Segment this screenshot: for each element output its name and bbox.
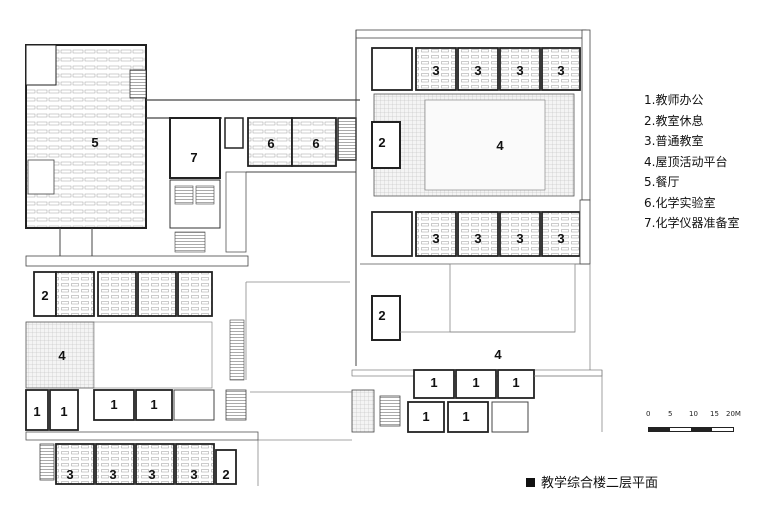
south-west-block bbox=[25, 255, 259, 485]
room-label-em-classroom-3: 3 bbox=[516, 231, 523, 246]
room-label-sw-rest: 2 bbox=[41, 288, 48, 303]
room-label-em-classroom-4: 3 bbox=[557, 231, 564, 246]
room-label-s-classroom-4: 3 bbox=[190, 467, 197, 482]
room-label-sw-office-1: 1 bbox=[33, 404, 40, 419]
room-label-s-classroom-1: 3 bbox=[66, 467, 73, 482]
room-label-se-office-5: 1 bbox=[462, 409, 469, 424]
east-middle-block bbox=[360, 199, 591, 370]
scale-label: 15 bbox=[710, 410, 719, 418]
scale-label: 20M bbox=[726, 410, 741, 418]
legend-item: 5.餐厅 bbox=[644, 175, 680, 189]
legend-item: 2.教室休息 bbox=[644, 113, 704, 128]
legend-item: 7.化学仪器准备室 bbox=[644, 216, 740, 230]
legend-item: 4.屋顶活动平台 bbox=[644, 154, 728, 169]
room-label-prep: 7 bbox=[190, 150, 197, 165]
room-label-ne-classroom-1: 3 bbox=[432, 63, 439, 78]
room-label-se-office-3: 1 bbox=[512, 375, 519, 390]
scale-bar-graphic bbox=[648, 427, 734, 432]
void-outlines bbox=[245, 30, 357, 486]
room-label-ne-classroom-2: 3 bbox=[474, 63, 481, 78]
legend-item: 1.教师办公 bbox=[644, 93, 704, 107]
room-label-ne-classroom-4: 3 bbox=[557, 63, 564, 78]
room-label-sw-office-4: 1 bbox=[150, 397, 157, 412]
scale-bar: 0 5 10 15 20M bbox=[646, 410, 741, 440]
title-square-icon bbox=[526, 478, 535, 487]
scale-label: 10 bbox=[689, 410, 698, 418]
dining-hall bbox=[25, 44, 147, 229]
room-label-se-office-2: 1 bbox=[472, 375, 479, 390]
room-label-se-office-1: 1 bbox=[430, 375, 437, 390]
room-label-sw-terrace: 4 bbox=[58, 348, 66, 363]
room-label-lab-1: 6 bbox=[267, 136, 274, 151]
room-label-e-terrace: 4 bbox=[494, 347, 502, 362]
room-label-s-classroom-3: 3 bbox=[148, 467, 155, 482]
room-label-ne-terrace: 4 bbox=[496, 138, 504, 153]
legend-item: 6.化学实验室 bbox=[644, 195, 716, 210]
scale-label: 5 bbox=[668, 410, 673, 418]
room-label-lab-2: 6 bbox=[312, 136, 319, 151]
room-label-sw-office-3: 1 bbox=[110, 397, 117, 412]
room-label-ne-rest: 2 bbox=[378, 135, 385, 150]
north-east-block bbox=[355, 29, 591, 201]
drawing-title-text: 教学综合楼二层平面 bbox=[541, 476, 659, 491]
room-label-s-classroom-2: 3 bbox=[109, 467, 116, 482]
room-label-dining: 5 bbox=[91, 135, 98, 150]
room-label-em-rest: 2 bbox=[378, 308, 385, 323]
room-label-em-classroom-2: 3 bbox=[474, 231, 481, 246]
legend-item: 3.普通教室 bbox=[644, 134, 704, 148]
legend: 1.教师办公 2.教室休息 3.普通教室 4.屋顶活动平台 5.餐厅 6.化学实… bbox=[644, 90, 739, 234]
central-block bbox=[169, 117, 357, 253]
room-label-se-office-4: 1 bbox=[422, 409, 429, 424]
south-east-block bbox=[351, 369, 603, 433]
room-label-ne-classroom-3: 3 bbox=[516, 63, 523, 78]
room-label-s-rest: 2 bbox=[222, 467, 229, 482]
room-label-em-classroom-1: 3 bbox=[432, 231, 439, 246]
scale-label: 0 bbox=[646, 410, 651, 418]
drawing-title: 教学综合楼二层平面 bbox=[526, 472, 658, 491]
room-label-sw-office-2: 1 bbox=[60, 404, 67, 419]
